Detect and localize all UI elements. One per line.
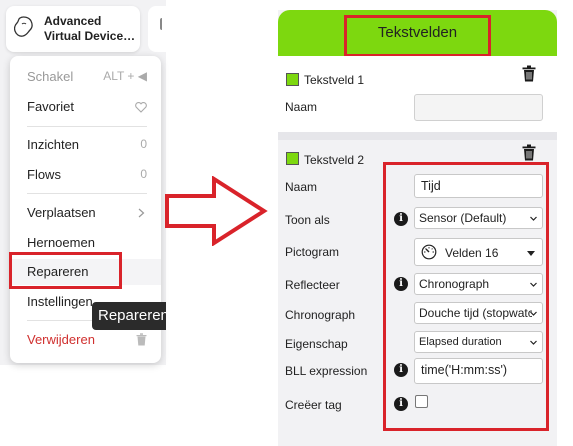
input-value: Tijd (421, 179, 441, 193)
menu-item-favoriet[interactable]: Favoriet (10, 94, 161, 120)
create-tag-label: Creëer tag (285, 398, 342, 412)
highlight-title-annotation (344, 15, 491, 57)
menu-divider (27, 320, 147, 321)
input-value: time('H:mm:ss') (421, 363, 508, 377)
property-label: Eigenschap (285, 337, 348, 351)
menu-item-repareren[interactable]: Repareren (10, 259, 161, 285)
icon-label: Pictogram (285, 245, 340, 259)
select-value: Velden 16 (445, 246, 499, 260)
name-input[interactable] (414, 94, 543, 121)
bll-expression-input[interactable]: time('H:mm:ss') (414, 358, 543, 384)
menu-item-instellingen[interactable]: Instellingen (10, 289, 161, 315)
chronograph-label: Chronograph (285, 308, 356, 322)
name-input[interactable]: Tijd (414, 174, 543, 198)
menu-item-label: Verplaatsen (27, 205, 96, 220)
menu-item-verwijderen[interactable]: Verwijderen (10, 327, 161, 353)
menu-item-label: Flows (27, 167, 61, 182)
caret-down-icon (527, 251, 535, 256)
color-swatch[interactable] (286, 152, 299, 165)
select-value: Douche tijd (stopwatch (419, 306, 532, 320)
section-separator (278, 132, 557, 140)
menu-item-flows[interactable]: Flows 0 (10, 162, 161, 188)
highlight-fields-annotation (383, 162, 549, 431)
device-blob-icon (14, 16, 33, 37)
next-device-icon (160, 18, 165, 30)
heart-icon (135, 102, 147, 113)
chevron-right-icon (138, 208, 145, 218)
reflect-select[interactable]: Chronograph (414, 273, 543, 295)
device-card[interactable]: Advanced Virtual Device… (6, 6, 140, 52)
chevron-down-icon (530, 216, 537, 221)
menu-item-label: Inzichten (27, 137, 80, 152)
highlight-repair-annotation (9, 252, 122, 289)
menu-divider (27, 126, 147, 127)
arrow-right-annotation (165, 176, 268, 246)
count-badge: 0 (140, 167, 147, 181)
trash-icon[interactable] (522, 65, 536, 82)
info-icon[interactable]: i (394, 397, 408, 411)
menu-item-label: Schakel (27, 69, 74, 84)
chevron-down-icon (530, 282, 537, 287)
menu-divider (27, 193, 147, 194)
menu-item-verplaatsen[interactable]: Verplaatsen (10, 200, 161, 226)
count-badge: 0 (140, 137, 147, 151)
context-menu: Schakel ALT + ◀ Favoriet Inzichten 0 Flo… (10, 56, 161, 363)
reflect-label: Reflecteer (285, 278, 340, 292)
chronograph-select[interactable]: Douche tijd (stopwatch (414, 302, 543, 324)
menu-item-schakel[interactable]: Schakel ALT + ◀ (10, 64, 161, 90)
select-value: Sensor (Default) (419, 211, 507, 225)
select-value: Chronograph (419, 277, 490, 291)
display-as-select[interactable]: Sensor (Default) (414, 207, 543, 229)
device-name: Advanced Virtual Device… (44, 14, 136, 43)
select-value: Elapsed duration (419, 336, 502, 348)
chevron-down-icon (530, 340, 537, 345)
menu-item-inzichten[interactable]: Inzichten 0 (10, 132, 161, 158)
shortcut-label: ALT + ◀ (103, 69, 147, 83)
property-select[interactable]: Elapsed duration (414, 331, 543, 353)
menu-item-label: Instellingen (27, 294, 93, 309)
display-as-label: Toon als (285, 213, 330, 227)
info-icon[interactable]: i (394, 277, 408, 291)
panel-title: Tekstvelden (377, 24, 458, 41)
section-title: Tekstveld 1 (304, 73, 365, 87)
info-icon[interactable]: i (394, 212, 408, 226)
menu-item-label: Verwijderen (27, 332, 95, 347)
section-title: Tekstveld 2 (304, 153, 365, 167)
color-swatch[interactable] (286, 73, 299, 86)
menu-item-label: Favoriet (27, 99, 74, 114)
tooltip: Repareren (92, 302, 169, 330)
bll-expression-label: BLL expression (285, 364, 368, 378)
trash-icon[interactable] (522, 144, 536, 161)
menu-item-hernoemen[interactable]: Hernoemen (10, 230, 161, 256)
icon-picker[interactable]: Velden 16 (414, 238, 543, 266)
chevron-down-icon (530, 311, 537, 316)
name-label: Naam (285, 180, 318, 194)
tooltip-text: Repareren (98, 307, 169, 324)
name-label: Naam (285, 100, 318, 114)
menu-item-label: Hernoemen (27, 235, 95, 250)
info-icon[interactable]: i (394, 363, 408, 377)
trash-icon (136, 333, 147, 346)
gauge-icon (421, 244, 437, 260)
menu-item-label: Repareren (27, 264, 89, 279)
create-tag-checkbox[interactable] (415, 395, 428, 408)
next-device-card[interactable] (148, 6, 166, 52)
